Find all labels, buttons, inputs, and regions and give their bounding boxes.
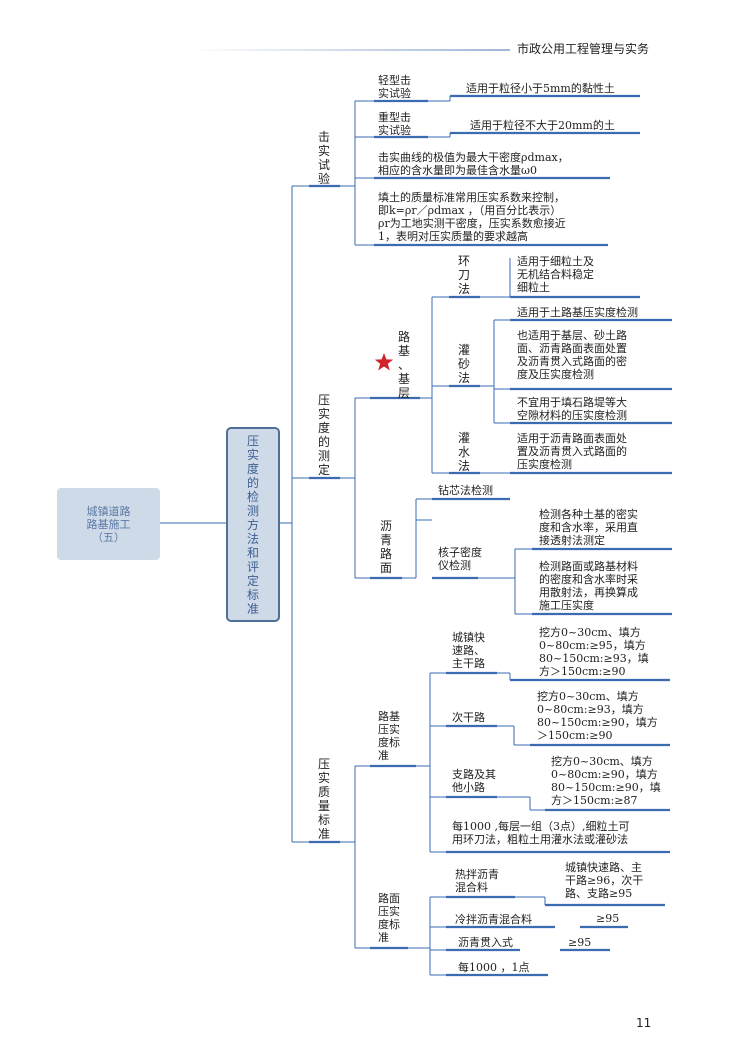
density-measure-label: 压 实 度 的 测 定	[317, 393, 330, 477]
sand-replacement-note-1: 适用于土路基压实度检测	[517, 306, 638, 319]
root-node-label: 城镇道路 路基施工 （五）	[86, 504, 131, 544]
branch-road-label: 支路及其 他小路	[452, 768, 496, 794]
header-rule	[190, 49, 510, 51]
heavy-compaction-note: 适用于粒径不大于20mm的土	[470, 119, 615, 132]
light-compaction-note: 适用于粒径小于5mm的黏性土	[466, 82, 615, 95]
main-topic-node: 压 实 度 的 检 测 方 法 和 评 定 标 准	[226, 427, 280, 622]
header-title: 市政公用工程管理与实务	[517, 42, 650, 56]
subgrade-standard-label: 路基 压实 度标 准	[378, 710, 400, 762]
page-number: 11	[636, 1016, 652, 1030]
pavement-standard-label: 路面 压实 度标 准	[378, 892, 400, 944]
nuclear-gauge-label: 核子密度 仪检测	[438, 546, 482, 572]
root-node: 城镇道路 路基施工 （五）	[57, 488, 160, 560]
ring-knife-note: 适用于细粒土及 无机结合料稳定 细粒土	[517, 255, 594, 294]
expressway-label: 城镇快 速路、 主干路	[452, 631, 485, 670]
subgrade-frequency-note: 每1000 ,每层一组（3点）,细粒土可 用环刀法，粗粒土用灌水法或灌砂法	[452, 820, 630, 846]
asphalt-penetration-note: ≥95	[568, 936, 592, 949]
cold-mix-asphalt-note: ≥95	[596, 912, 620, 925]
secondary-road-label: 次干路	[452, 711, 485, 724]
heavy-compaction-label: 重型击 实试验	[378, 111, 411, 137]
core-drilling-label: 钻芯法检测	[438, 484, 493, 497]
asphalt-pavement-label: 沥 青 路 面	[379, 519, 392, 575]
main-topic-label: 压 实 度 的 检 测 方 法 和 评 定 标 准	[246, 433, 259, 616]
sand-replacement-note-3: 不宜用于填石路堤等大 空隙材料的压实度检测	[517, 396, 627, 422]
hot-mix-asphalt-label: 热拌沥青 混合料	[455, 868, 499, 894]
subgrade-base-label: 路 基 、 基 层	[397, 330, 410, 400]
asphalt-penetration-label: 沥青贯入式	[458, 936, 513, 949]
sand-replacement-note-2: 也适用于基层、砂土路 面、沥青路面表面处置 及沥青贯入式路面的密 度及压实度检测	[517, 329, 627, 381]
compaction-curve-note: 击实曲线的极值为最大干密度ρdmax， 相应的含水量即为最佳含水量ω0	[378, 151, 569, 177]
cold-mix-asphalt-label: 冷拌沥青混合料	[455, 913, 532, 926]
water-replacement-note: 适用于沥青路面表面处 置及沥青贯入式路面的 压实度检测	[517, 432, 627, 471]
compaction-quality-note: 填土的质量标准常用压实系数来控制， 即k=ρr／ρdmax ，（用百分比表示） …	[378, 191, 566, 243]
nuclear-gauge-note-1: 检测各种土基的密实 度和含水率，采用直 接透射法测定	[539, 508, 638, 547]
sand-replacement-method-label: 灌 砂 法	[457, 343, 470, 385]
pavement-frequency-note: 每1000 ，1点	[458, 961, 530, 974]
light-compaction-label: 轻型击 实试验	[378, 74, 411, 100]
ring-knife-method-label: 环 刀 法	[457, 254, 470, 296]
star-icon	[374, 353, 394, 371]
water-replacement-method-label: 灌 水 法	[457, 431, 470, 473]
secondary-road-note: 挖方0~30cm、填方 0~80cm:≥93，填方 80~150cm:≥90，填…	[537, 690, 658, 742]
quality-standard-label: 压 实 质 量 标 准	[317, 757, 330, 841]
branch-road-note: 挖方0~30cm、填方 0~80cm:≥90，填方 80~150cm:≥90，填…	[551, 755, 661, 807]
hot-mix-asphalt-note: 城镇快速路、主 干路≥96，次干 路、支路≥95	[565, 861, 644, 900]
expressway-note: 挖方0~30cm、填方 0~80cm:≥95，填方 80~150cm:≥93，填…	[539, 626, 649, 678]
nuclear-gauge-note-2: 检测路面或路基材料 的密度和含水率时采 用散射法，再换算成 施工压实度	[539, 560, 638, 612]
compaction-test-label: 击 实 试 验	[317, 130, 330, 186]
